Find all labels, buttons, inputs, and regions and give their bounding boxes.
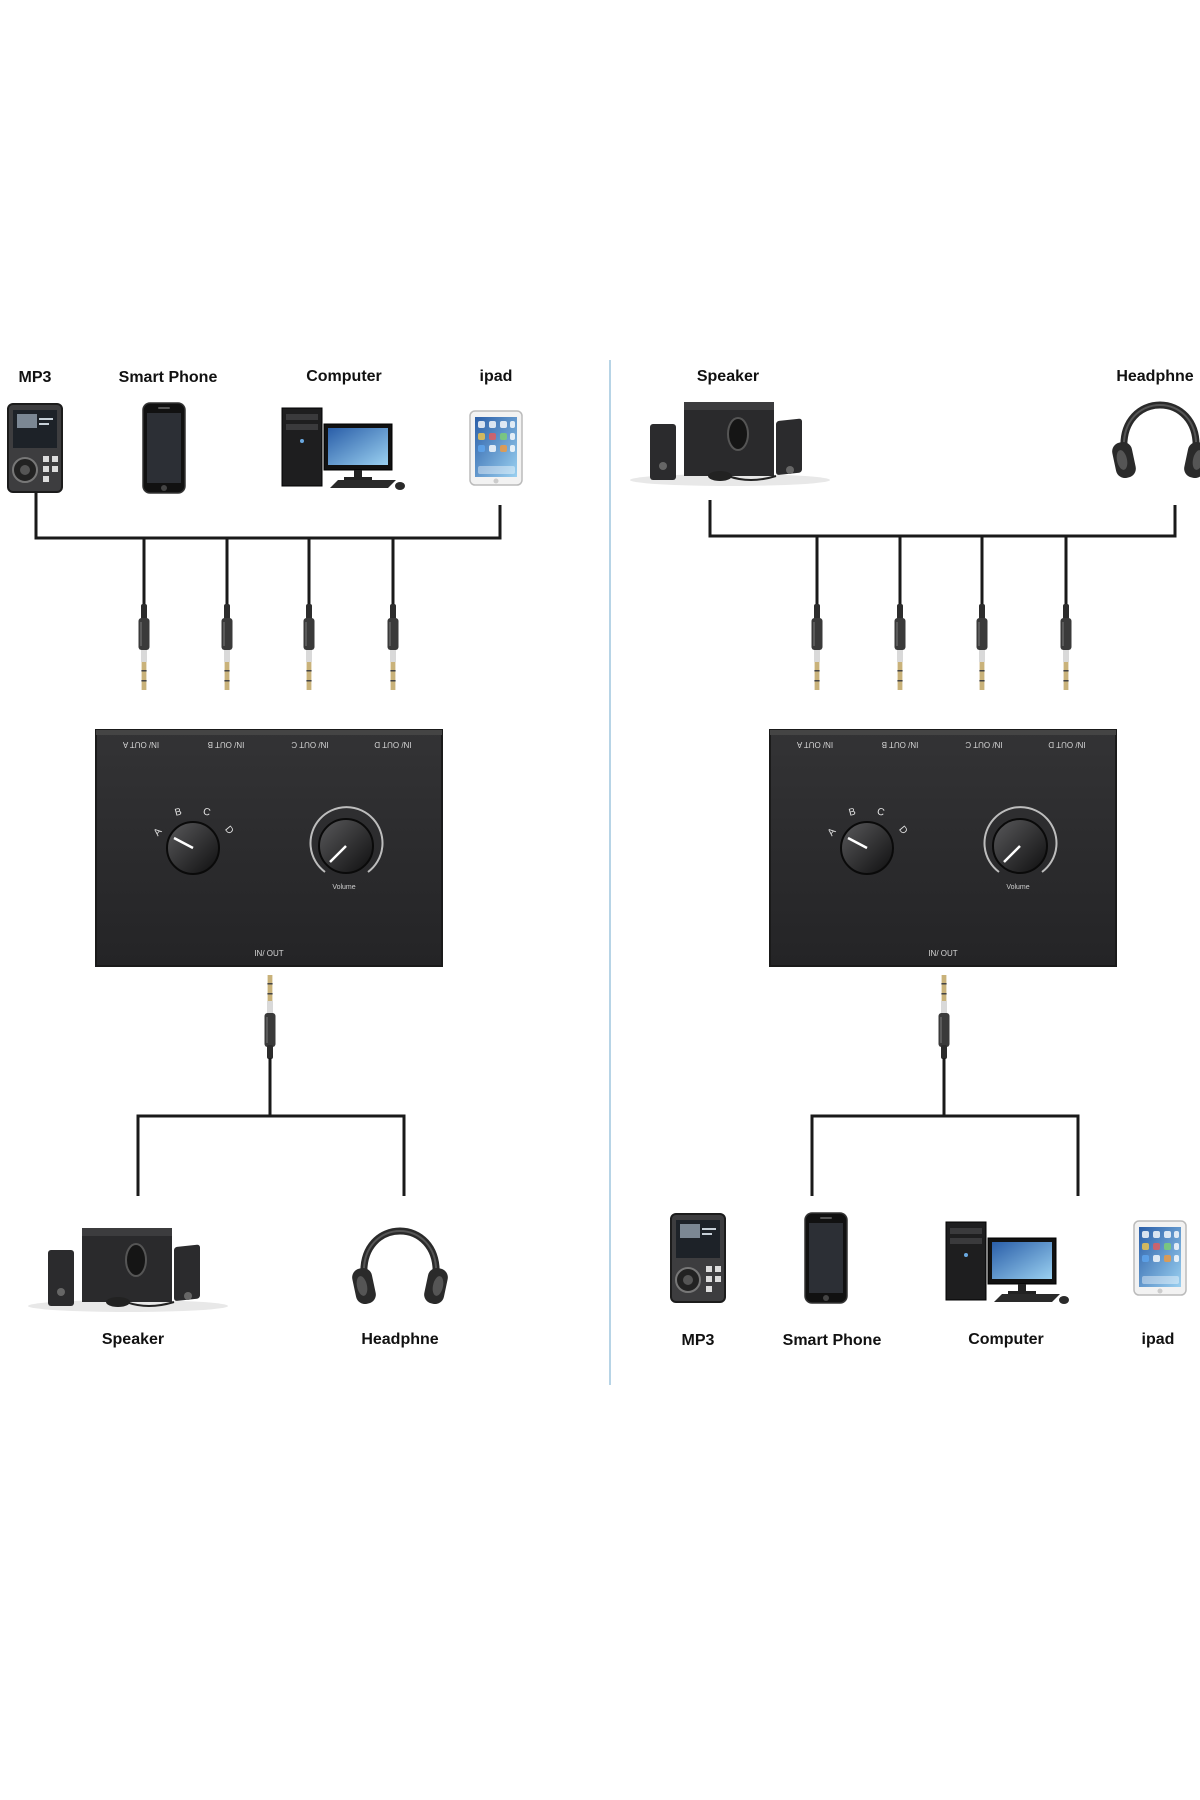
selector-letter-c: C bbox=[202, 806, 212, 818]
audio-plug-a bbox=[811, 604, 823, 690]
desktop-computer-icon bbox=[281, 407, 406, 491]
port-label-b: IN/ OUT B bbox=[208, 740, 245, 749]
bottom-port-label: IN/ OUT bbox=[928, 949, 957, 958]
headphones-icon bbox=[350, 1231, 449, 1306]
device-label: Headphne bbox=[361, 1331, 438, 1348]
mp3-player-icon bbox=[670, 1213, 726, 1303]
port-label-c: IN/ OUT C bbox=[291, 740, 328, 749]
volume-label: Volume bbox=[1006, 884, 1029, 891]
top-bus-wire bbox=[708, 500, 1177, 538]
audio-plug-out bbox=[938, 975, 950, 1059]
speaker-system-icon bbox=[27, 1227, 229, 1313]
selector-letter-c: C bbox=[876, 806, 886, 818]
device-label: MP3 bbox=[682, 1332, 715, 1349]
device-label: ipad bbox=[1142, 1331, 1175, 1348]
audio-plug-d bbox=[1060, 604, 1072, 690]
port-label-d: IN/ OUT D bbox=[1048, 740, 1085, 749]
smartphone-icon bbox=[804, 1212, 848, 1304]
device-label: Headphne bbox=[1116, 368, 1193, 385]
device-label: MP3 bbox=[19, 369, 52, 386]
device-label: Speaker bbox=[697, 368, 759, 385]
device-label: Smart Phone bbox=[119, 369, 218, 386]
volume-knob[interactable] bbox=[983, 806, 1058, 874]
smartphone-icon bbox=[142, 402, 186, 494]
audio-plug-c bbox=[976, 604, 988, 690]
audio-switch-box: IN/ OUT A IN/ OUT B IN/ OUT C IN/ OUT D … bbox=[769, 729, 1117, 967]
port-label-d: IN/ OUT D bbox=[374, 740, 411, 749]
volume-label: Volume bbox=[332, 884, 355, 891]
port-label-b: IN/ OUT B bbox=[882, 740, 919, 749]
audio-switch-box: IN/ OUT A IN/ OUT B IN/ OUT C IN/ OUT D … bbox=[95, 729, 443, 967]
device-label: Computer bbox=[306, 368, 382, 385]
device-label: ipad bbox=[480, 368, 513, 385]
desktop-computer-icon bbox=[945, 1221, 1070, 1305]
port-label-a: IN/ OUT A bbox=[796, 740, 833, 749]
tablet-icon bbox=[469, 410, 523, 486]
top-bus-wire bbox=[34, 492, 502, 540]
mp3-player-icon bbox=[7, 403, 63, 493]
device-label: Speaker bbox=[102, 1331, 164, 1348]
port-label-a: IN/ OUT A bbox=[122, 740, 159, 749]
right-panel: Speaker Headphne IN/ OUT A IN/ OUT B IN/… bbox=[629, 368, 1200, 1349]
port-label-c: IN/ OUT C bbox=[965, 740, 1002, 749]
bottom-bus-wire bbox=[810, 1114, 1080, 1196]
speaker-system-icon bbox=[629, 401, 831, 487]
source-selector-knob[interactable] bbox=[840, 821, 894, 875]
audio-plug-out bbox=[264, 975, 276, 1059]
headphones-icon bbox=[1110, 405, 1200, 480]
audio-plug-b bbox=[221, 604, 233, 690]
left-panel: MP3 Smart Phone Computer ipad IN/ OUT A … bbox=[7, 368, 523, 1348]
audio-plug-d bbox=[387, 604, 399, 690]
device-label: Smart Phone bbox=[783, 1332, 882, 1349]
selector-letter-b: B bbox=[848, 806, 858, 818]
bottom-port-label: IN/ OUT bbox=[254, 949, 283, 958]
selector-letter-b: B bbox=[174, 806, 184, 818]
tablet-icon bbox=[1133, 1220, 1187, 1296]
audio-plug-a bbox=[138, 604, 150, 690]
audio-plug-c bbox=[303, 604, 315, 690]
source-selector-knob[interactable] bbox=[166, 821, 220, 875]
audio-plug-b bbox=[894, 604, 906, 690]
volume-knob[interactable] bbox=[309, 806, 384, 874]
bottom-bus-wire bbox=[136, 1114, 406, 1196]
device-label: Computer bbox=[968, 1331, 1044, 1348]
